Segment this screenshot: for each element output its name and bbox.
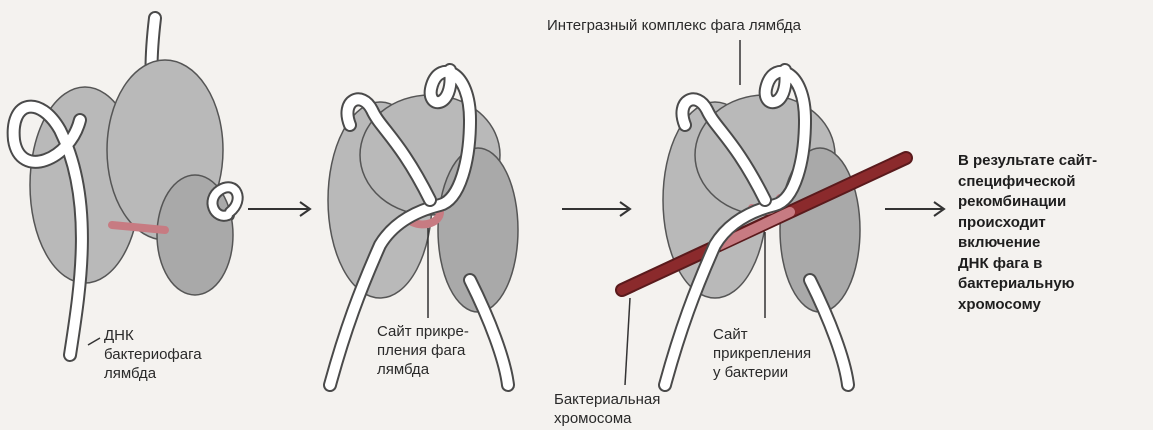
chromosome-label: Бактериальная хромосома <box>554 390 660 428</box>
phage-site-label: Сайт прикре- пления фага лямбда <box>377 322 469 379</box>
arrow-icon <box>562 202 630 216</box>
result-caption: В результате сайт- специфической рекомби… <box>958 151 1148 315</box>
arrow-icon <box>248 202 310 216</box>
arrow-icon <box>885 202 944 216</box>
bacterial-site-label: Сайт прикрепления у бактерии <box>713 325 811 382</box>
step-1-complex <box>14 18 238 355</box>
phage-dna-label: ДНК бактериофага лямбда <box>104 326 202 383</box>
attachment-segment <box>112 225 165 230</box>
complex-label: Интегразный комплекс фага лямбда <box>547 16 801 35</box>
